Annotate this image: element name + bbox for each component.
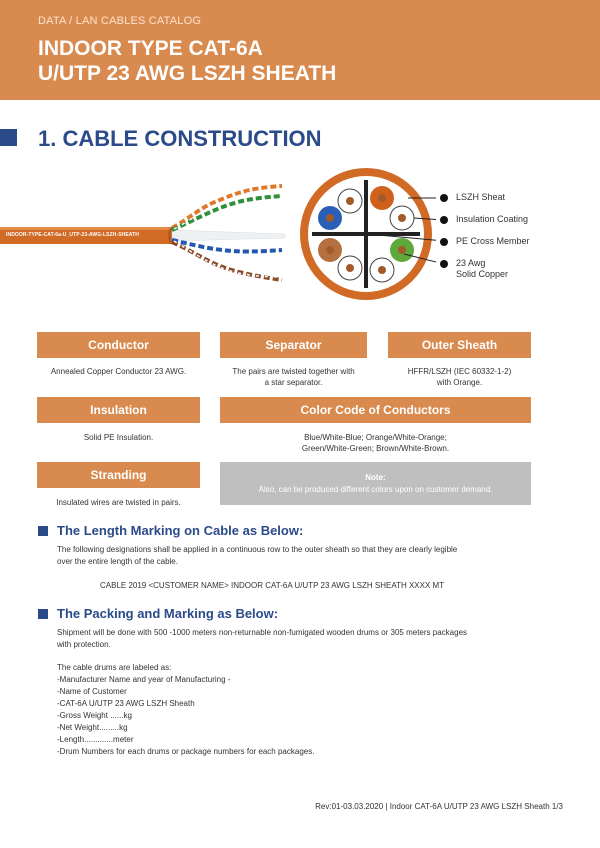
legend-dot-icon — [440, 260, 448, 268]
box-title-color-code: Color Code of Conductors — [220, 397, 531, 423]
list-item: -Drum Numbers for each drums or package … — [57, 747, 315, 756]
box-title-conductor: Conductor — [37, 332, 200, 358]
length-marking-paragraph: The following designations shall be appl… — [57, 544, 537, 568]
box-text-color-code: Blue/White-Blue; Orange/White-Orange; Gr… — [220, 432, 531, 454]
list-item: -Length.............meter — [57, 735, 134, 744]
box-text-separator-line-2: a star separator. — [264, 378, 323, 387]
box-text-outer-sheath-line-2: with Orange. — [436, 378, 483, 387]
legend-dot-icon — [440, 238, 448, 246]
page-title-line-1: INDOOR TYPE CAT-6A — [38, 37, 263, 60]
box-title-outer-sheath: Outer Sheath — [388, 332, 531, 358]
note-text: Also, can be produced different colors u… — [258, 485, 493, 494]
note-box: Note: Also, can be produced different co… — [220, 462, 531, 505]
legend-label: 23 Awg Solid Copper — [456, 258, 508, 280]
box-text-outer-sheath-line-1: HFFR/LSZH (IEC 60332-1-2) — [407, 367, 512, 376]
cable-illustration — [0, 184, 286, 282]
list-item: -CAT-6A U/UTP 23 AWG LSZH Sheath — [57, 699, 195, 708]
page-title: INDOOR TYPE CAT-6A U/UTP 23 AWG LSZH SHE… — [38, 36, 336, 86]
subsection-title-length-marking: The Length Marking on Cable as Below: — [57, 523, 304, 538]
packing-line-2: with protection. — [57, 640, 111, 649]
length-marking-example: CABLE 2019 <CUSTOMER NAME> INDOOR CAT-6A… — [100, 581, 445, 590]
cable-cross-section — [300, 168, 436, 300]
legend-label-line-2: Solid Copper — [456, 269, 509, 279]
legend-dot-icon — [440, 216, 448, 224]
box-title-stranding: Stranding — [37, 462, 200, 488]
packing-line-1: Shipment will be done with 500 -1000 met… — [57, 628, 468, 637]
box-text-separator-line-1: The pairs are twisted together with — [232, 367, 355, 376]
box-text-stranding: Insulated wires are twisted in pairs. — [56, 498, 181, 507]
drum-label-intro: The cable drums are labeled as: — [57, 663, 172, 672]
legend-dot-icon — [440, 194, 448, 202]
list-item: -Name of Customer — [57, 687, 127, 696]
page-footer: Rev:01-03.03.2020 | Indoor CAT-6A U/UTP … — [315, 802, 563, 811]
list-item: -Manufacturer Name and year of Manufactu… — [57, 675, 231, 684]
box-text-conductor: Annealed Copper Conductor 23 AWG. — [50, 367, 187, 376]
length-marking-line-1: The following designations shall be appl… — [57, 545, 458, 554]
drum-label-list: The cable drums are labeled as: -Manufac… — [57, 662, 314, 758]
packing-paragraph: Shipment will be done with 500 -1000 met… — [57, 627, 537, 651]
box-text-separator: The pairs are twisted together with a st… — [210, 366, 377, 388]
catalog-kicker: DATA / LAN CABLES CATALOG — [38, 15, 202, 27]
box-text-color-code-line-1: Blue/White-Blue; Orange/White-Orange; — [304, 433, 447, 442]
list-item: -Net Weight.........kg — [57, 723, 128, 732]
header-banner: DATA / LAN CABLES CATALOG INDOOR TYPE CA… — [0, 0, 600, 100]
cable-print-label: INDOOR-TYPE-CAT-6a-U_UTP-23-AWG-LSZH-SHE… — [6, 232, 140, 238]
box-text-outer-sheath: HFFR/LSZH (IEC 60332-1-2) with Orange. — [388, 366, 531, 388]
length-marking-line-2: over the entire length of the cable. — [57, 557, 178, 566]
box-text-insulation: Solid PE Insulation. — [83, 433, 154, 442]
section-title-cable-construction: 1. CABLE CONSTRUCTION — [38, 126, 322, 151]
subsection-marker — [38, 526, 48, 536]
subsection-marker — [38, 609, 48, 619]
subsection-title-packing: The Packing and Marking as Below: — [57, 606, 279, 621]
box-text-color-code-line-2: Green/White-Green; Brown/White-Brown. — [301, 444, 450, 453]
legend-label: Insulation Coating — [456, 214, 529, 224]
box-title-separator: Separator — [220, 332, 367, 358]
legend-label: LSZH Sheat — [456, 192, 506, 202]
section-marker — [0, 129, 17, 146]
box-title-insulation: Insulation — [37, 397, 200, 423]
page-title-line-2: U/UTP 23 AWG LSZH SHEATH — [38, 62, 337, 85]
legend-label: PE Cross Member — [456, 236, 530, 246]
legend-label-line-1: 23 Awg — [456, 258, 486, 268]
list-item: -Gross Weight ......kg — [57, 711, 132, 720]
note-title: Note: — [365, 473, 386, 482]
